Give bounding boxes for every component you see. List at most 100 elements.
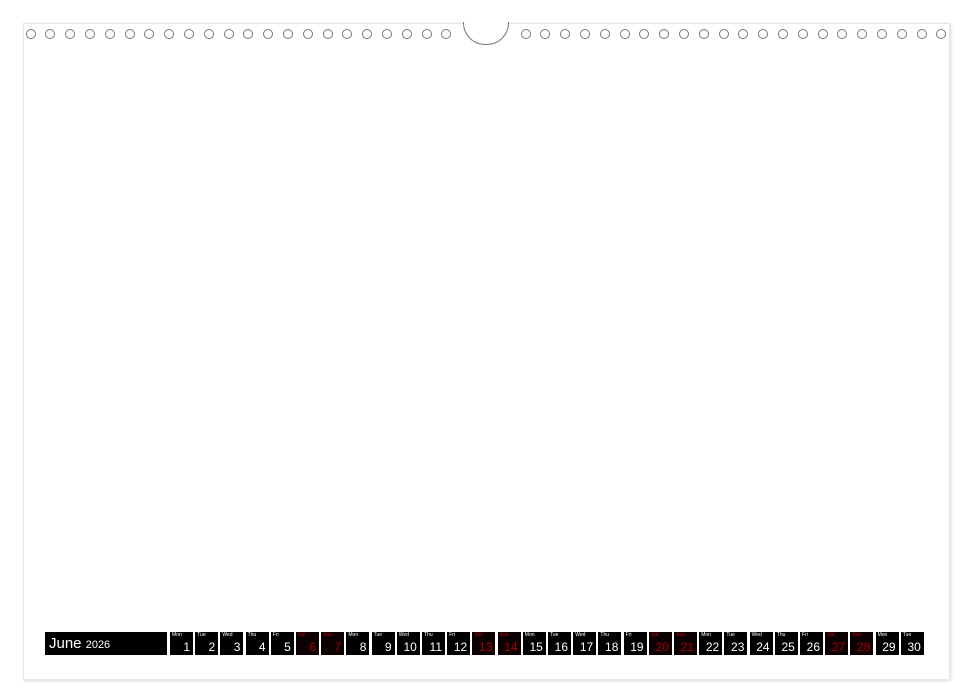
weekday-label: Tue	[902, 632, 912, 638]
binding-hole	[441, 29, 452, 39]
binding-hole	[797, 29, 808, 39]
weekday-label: Fri	[802, 632, 808, 638]
day-number: 20	[655, 640, 669, 654]
weekday-label: Wed	[575, 632, 586, 638]
weekday-label: Thu	[776, 632, 786, 638]
binding-hole	[401, 29, 412, 39]
weekday-label: Sun	[852, 632, 862, 638]
binding-hole	[104, 29, 115, 39]
day-cell: Wed 24	[749, 632, 773, 655]
weekday-label: Mon	[172, 632, 182, 638]
month-name: June	[49, 635, 82, 652]
binding-hole	[540, 29, 551, 39]
day-cell: Thu 25	[774, 632, 798, 655]
day-number: 28	[857, 640, 871, 654]
binding-hole	[698, 29, 709, 39]
binding-hole	[421, 29, 432, 39]
binding-hole	[243, 29, 254, 39]
binding-hole	[144, 29, 155, 39]
weekday-label: Mon	[348, 632, 359, 638]
day-number: 17	[579, 640, 594, 654]
binding-hole	[164, 29, 175, 39]
day-number: 1	[183, 640, 190, 654]
binding-hole	[639, 29, 650, 39]
weekday-label: Sat	[298, 632, 306, 638]
binding-hole	[936, 29, 947, 39]
weekday-label: Sun	[499, 632, 509, 638]
day-number: 26	[806, 640, 820, 654]
binding-hole	[183, 29, 194, 39]
day-number: 8	[359, 640, 367, 654]
binding-hole	[223, 29, 234, 39]
weekday-label: Tue	[373, 632, 383, 638]
weekday-label: Mon	[877, 632, 888, 638]
day-cell: Sun 28	[850, 632, 874, 655]
weekday-label: Fri	[625, 632, 632, 638]
day-number: 24	[756, 640, 770, 654]
weekday-label: Thu	[424, 632, 433, 638]
day-number: 3	[233, 640, 241, 654]
weekday-label: Tue	[726, 632, 735, 638]
weekday-label: Sun	[323, 632, 333, 638]
binding-hole	[916, 29, 927, 39]
weekday-label: Mon	[524, 632, 535, 638]
day-number: 19	[630, 640, 644, 654]
day-number: 9	[384, 640, 392, 654]
binding-hole	[659, 29, 670, 39]
weekday-label: Wed	[751, 632, 762, 638]
weekday-label: Mon	[701, 632, 711, 638]
binding-hole	[718, 29, 729, 39]
binding-hole	[25, 29, 36, 39]
weekday-label: Thu	[600, 632, 610, 638]
binding-hole	[777, 29, 788, 39]
binding-hole	[65, 29, 76, 39]
day-number: 2	[208, 640, 216, 654]
day-cell: Mon 15	[522, 632, 546, 655]
day-number: 6	[309, 640, 316, 654]
day-cell: Sat 20	[648, 632, 672, 655]
binding-hole	[857, 29, 868, 39]
weekday-label: Sat	[474, 632, 482, 638]
day-number: 27	[831, 640, 846, 654]
weekday-label: Sat	[650, 632, 659, 638]
binding-hole	[362, 29, 373, 39]
month-title: June 2026	[45, 632, 167, 655]
day-cell: Sat 13	[472, 632, 496, 655]
binding-hole	[381, 29, 392, 39]
day-number: 14	[504, 640, 518, 654]
binding-hole	[876, 29, 887, 39]
day-cell: Fri 19	[623, 632, 647, 655]
binding-hole	[599, 29, 610, 39]
day-number: 25	[781, 640, 795, 654]
binding-hole	[263, 29, 274, 39]
day-number: 23	[731, 640, 745, 654]
binding-hole	[579, 29, 590, 39]
binding-hole	[203, 29, 214, 39]
binding-hole	[560, 29, 571, 39]
day-cell: Fri 26	[800, 632, 823, 655]
day-number: 15	[529, 640, 543, 654]
binding-hole	[738, 29, 749, 39]
binding-hole	[322, 29, 333, 39]
weekday-label: Wed	[398, 632, 409, 638]
weekday-label: Wed	[222, 632, 233, 638]
day-number: 13	[479, 640, 493, 654]
binding-hole	[45, 29, 56, 39]
binding-hole	[520, 29, 531, 39]
binding-hole	[678, 29, 689, 39]
day-cell: Tue 23	[724, 632, 748, 655]
